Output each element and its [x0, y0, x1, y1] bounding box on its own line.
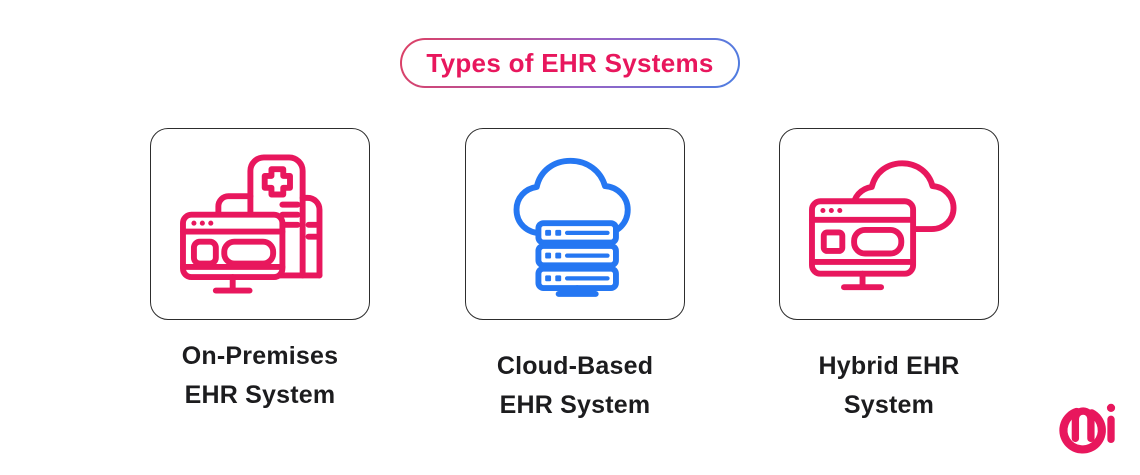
card-label-hybrid: Hybrid EHR System [779, 347, 999, 425]
card-label-line1: On-Premises [181, 342, 339, 370]
mi-logo [1059, 403, 1116, 454]
title-pill: Types of EHR Systems [400, 38, 740, 88]
card-group-hybrid: Hybrid EHR System [779, 128, 999, 425]
card-group-cloud-based: Cloud-Based EHR System [465, 128, 685, 425]
card-label-on-premises: On-Premises EHR System [150, 337, 370, 415]
cloud-server-icon [513, 157, 631, 297]
card-label-line2: EHR System [499, 391, 651, 419]
card-label-cloud-based: Cloud-Based EHR System [465, 347, 685, 425]
card-cloud-based [465, 128, 685, 320]
hospital-monitor-icon [179, 154, 322, 294]
title-pill-inner: Types of EHR Systems [401, 39, 739, 87]
card-label-line2: EHR System [184, 381, 336, 409]
card-label-line1: Cloud-Based [496, 352, 654, 380]
card-group-on-premises: On-Premises EHR System [150, 128, 370, 415]
card-hybrid [779, 128, 999, 320]
page-title: Types of EHR Systems [426, 47, 714, 78]
card-label-line1: Hybrid EHR [818, 352, 960, 380]
card-on-premises [150, 128, 370, 320]
card-label-line2: System [843, 391, 935, 419]
cloud-monitor-icon [808, 160, 956, 291]
